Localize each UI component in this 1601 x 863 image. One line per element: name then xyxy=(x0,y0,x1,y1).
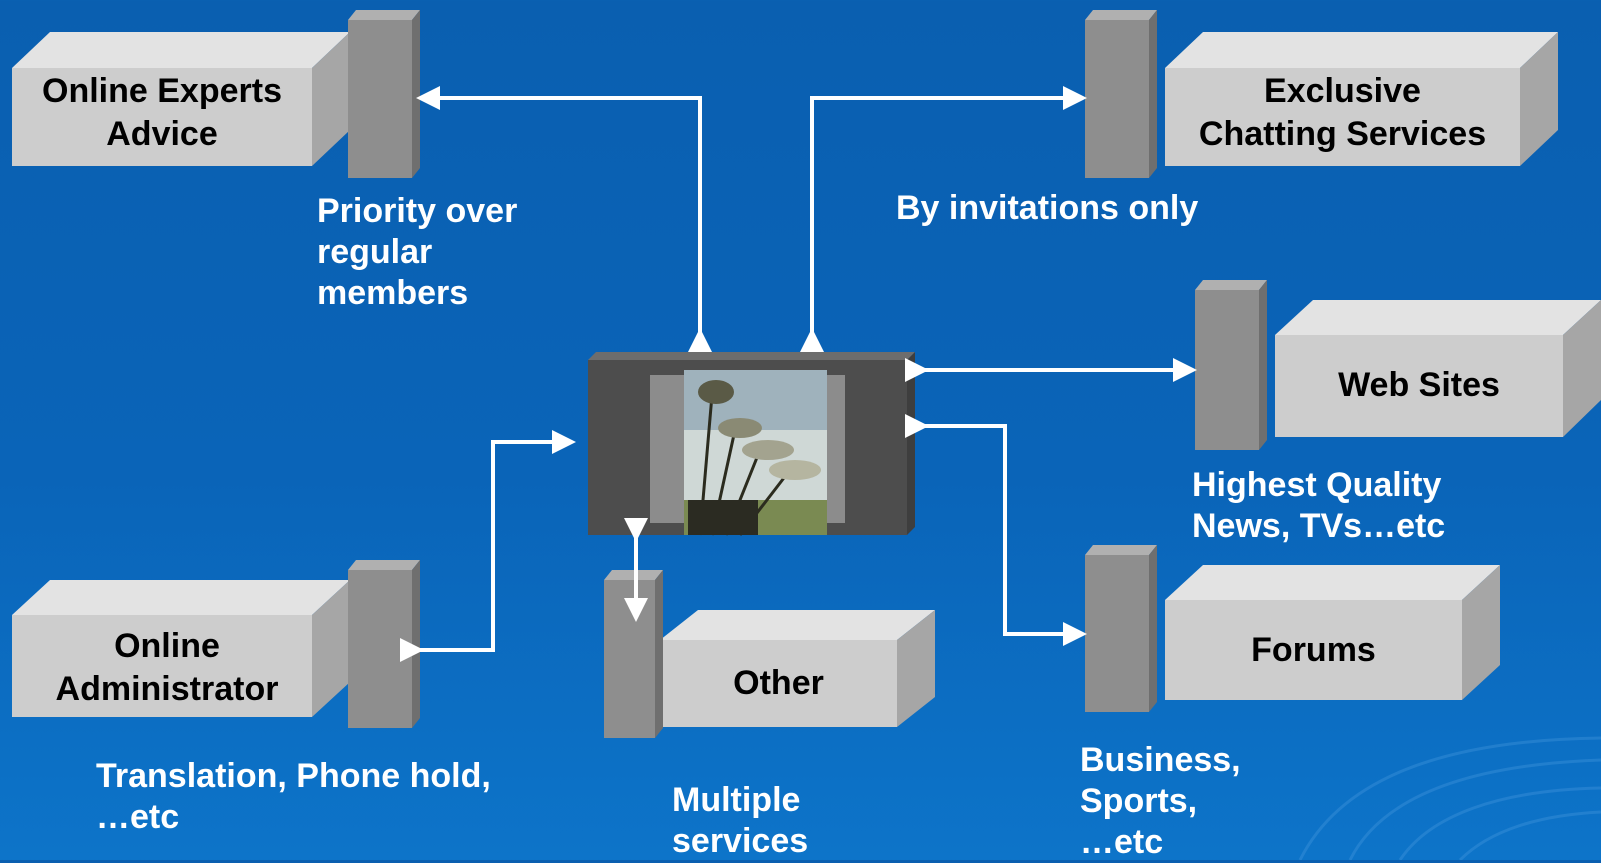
central-unit xyxy=(588,352,915,536)
pillar-exclusive-chatting xyxy=(1085,10,1157,178)
label-online-administrator-text: Online Administrator xyxy=(55,627,279,708)
label-web-sites: Web Sites xyxy=(1275,364,1563,407)
label-exclusive-chatting: Exclusive Chatting Services xyxy=(1165,70,1520,156)
pillar-online-administrator xyxy=(348,560,420,728)
label-exclusive-chatting-text: Exclusive Chatting Services xyxy=(1198,72,1487,153)
label-online-experts: Online Experts Advice xyxy=(12,70,312,156)
label-forums: Forums xyxy=(1165,629,1462,672)
node-online-administrator xyxy=(12,560,420,728)
arrow-chatting xyxy=(800,86,1087,352)
label-web-sites-text: Web Sites xyxy=(1338,366,1500,404)
node-other xyxy=(604,570,935,738)
arrow-admin xyxy=(400,430,576,662)
label-other: Other xyxy=(660,662,897,705)
node-forums xyxy=(1085,545,1500,712)
pillar-forums xyxy=(1085,545,1157,712)
node-web-sites xyxy=(1195,280,1601,450)
pillar-other xyxy=(604,570,663,738)
node-exclusive-chatting xyxy=(1085,10,1558,178)
label-online-administrator: Online Administrator xyxy=(12,625,322,711)
label-other-text: Other xyxy=(733,664,824,702)
note-exclusive-chatting: By invitations only xyxy=(896,189,1199,227)
arrow-forums xyxy=(905,414,1087,646)
note-web-sites: Highest Quality News, TVs…etc xyxy=(1192,466,1446,545)
arrow-experts xyxy=(416,86,712,352)
note-online-experts: Priority over regular members xyxy=(317,192,518,312)
note-forums: Business, Sports, …etc xyxy=(1080,741,1241,861)
label-forums-text: Forums xyxy=(1251,631,1376,669)
golf-clubs-image xyxy=(684,370,827,536)
node-online-experts xyxy=(12,10,420,178)
note-other: Multiple services xyxy=(672,781,809,860)
pillar-online-experts xyxy=(348,10,420,178)
label-online-experts-text: Online Experts Advice xyxy=(42,72,282,153)
note-online-administrator: Translation, Phone hold, …etc xyxy=(96,757,491,836)
pillar-web-sites xyxy=(1195,280,1267,450)
connectors xyxy=(400,86,1197,662)
